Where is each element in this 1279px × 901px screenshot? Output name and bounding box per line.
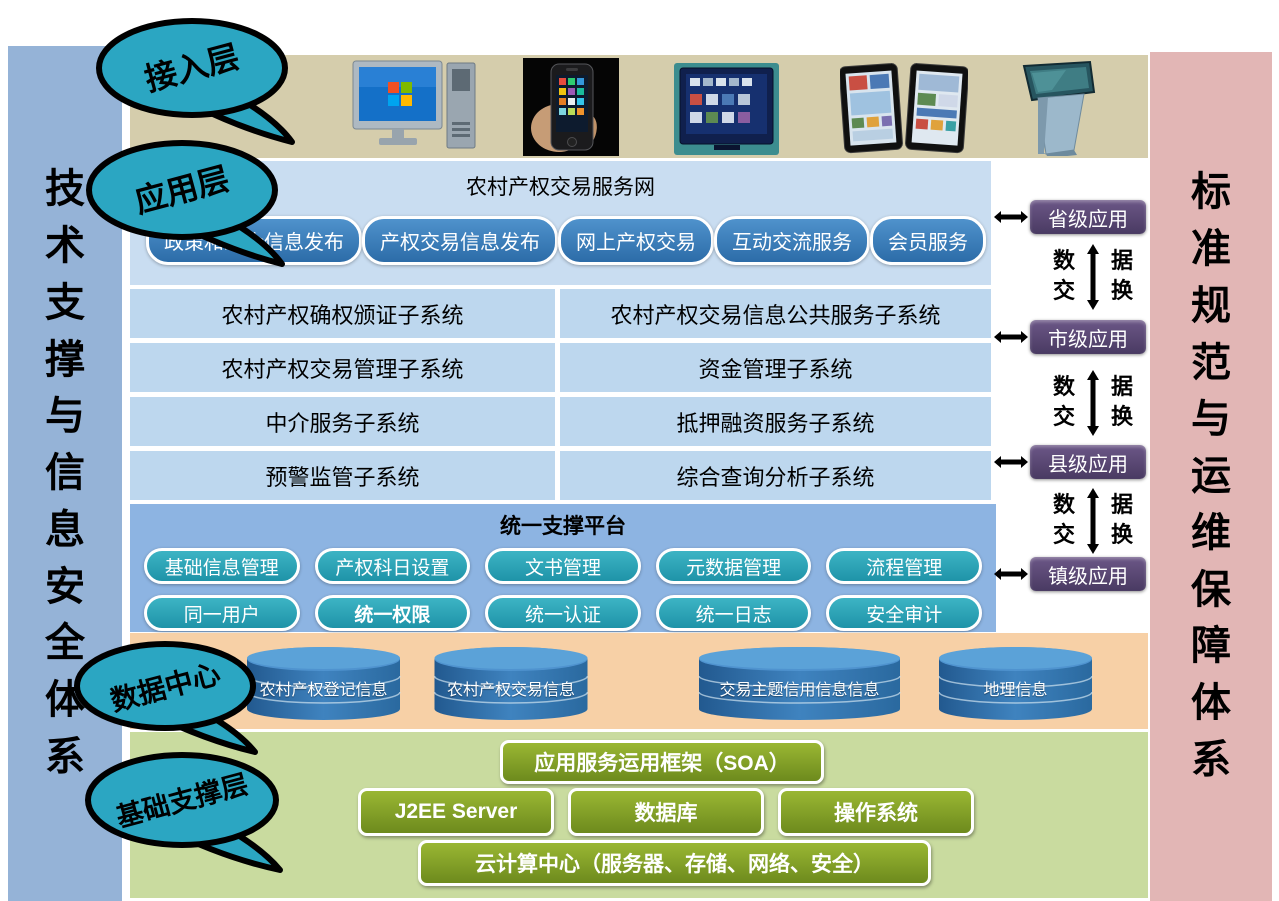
regional-app-town: 镇级应用: [1030, 557, 1146, 591]
left-right-arrow-icon: [994, 331, 1028, 343]
database-icon: [698, 647, 901, 720]
platform-pill-auth: 统一认证: [485, 595, 641, 631]
database-label: 地理信息: [983, 682, 1048, 699]
platform-pill-document: 文书管理: [485, 548, 641, 584]
database-cylinder: 农村产权登记信息: [245, 646, 402, 722]
data-exchange-label: 数 据 交 换: [1043, 370, 1143, 436]
database-icon: [433, 647, 589, 720]
left-right-arrow-icon: [994, 568, 1028, 580]
tablet-pair-image: [840, 63, 968, 154]
platform-pill-metadata: 元数据管理: [655, 548, 812, 584]
foundation-layer-bubble: 基础支撑层: [85, 752, 283, 873]
database-cylinder: 农村产权交易信息: [432, 646, 590, 722]
platform-panel: 统一支撑平台 基础信息管理 产权科日设置 文书管理 元数据管理 流程管理 同一用…: [130, 504, 996, 632]
left-right-arrow-icon: [994, 456, 1028, 468]
smart-tv-image: [674, 63, 779, 155]
portal-title: 农村产权交易服务网: [466, 176, 655, 199]
regional-app-county: 县级应用: [1030, 445, 1146, 479]
soa-frame-box: 应用服务运用框架（SOA）: [500, 740, 824, 784]
database-icon: [938, 647, 1093, 720]
database-cylinder: 地理信息: [937, 646, 1094, 722]
access-layer-bubble: 接入层: [96, 18, 295, 145]
j2ee-server-box: J2EE Server: [358, 788, 554, 836]
subsystem-cell: 综合查询分析子系统: [560, 451, 991, 500]
database-cylinder: 交易主题信用信息信息: [697, 646, 902, 722]
platform-pill-workflow: 流程管理: [826, 548, 982, 584]
subsystem-grid: 农村产权确权颁证子系统 农村产权交易信息公共服务子系统 农村产权交易管理子系统 …: [130, 289, 991, 500]
exchange-char: 据: [1110, 492, 1133, 517]
exchange-char: 数: [1053, 374, 1076, 399]
right-pillar-label: 标准规范与运维保障体系: [1191, 170, 1231, 783]
operating-system-box: 操作系统: [778, 788, 974, 836]
data-center-bubble: 数据中心: [74, 641, 258, 755]
database-label: 交易主题信用信息信息: [719, 682, 880, 699]
exchange-char: 换: [1110, 522, 1133, 547]
application-layer-bubble: 应用层: [86, 140, 285, 267]
up-down-arrow-icon: [1087, 244, 1099, 310]
regional-app-city: 市级应用: [1030, 320, 1146, 354]
exchange-char: 数: [1053, 492, 1076, 517]
subsystem-cell: 资金管理子系统: [560, 343, 991, 392]
portal-button-interaction: 互动交流服务: [714, 216, 870, 265]
platform-pill-user: 同一用户: [144, 595, 300, 631]
foundation-band: 应用服务运用框架（SOA） J2EE Server 数据库 操作系统 云计算中心…: [130, 732, 1148, 898]
subsystem-cell: 农村产权交易管理子系统: [130, 343, 555, 392]
left-right-arrow-icon: [994, 211, 1028, 223]
platform-pill-audit: 安全审计: [826, 595, 982, 631]
desktop-computer-image: [352, 60, 476, 149]
portal-button-trade-info: 产权交易信息发布: [362, 216, 558, 265]
subsystem-cell: 预警监管子系统: [130, 451, 555, 500]
up-down-arrow-icon: [1087, 488, 1099, 554]
up-down-arrow-icon: [1087, 370, 1099, 436]
data-exchange-label: 数 据 交 换: [1043, 488, 1143, 554]
platform-pill-rows: 基础信息管理 产权科日设置 文书管理 元数据管理 流程管理 同一用户 统一权限 …: [130, 540, 996, 631]
database-label: 农村产权交易信息: [446, 682, 575, 699]
data-exchange-label: 数 据 交 换: [1043, 244, 1143, 310]
subsystem-cell: 中介服务子系统: [130, 397, 555, 446]
exchange-char: 据: [1110, 248, 1133, 273]
exchange-char: 交: [1053, 278, 1076, 303]
portal-button-member: 会员服务: [870, 216, 986, 265]
exchange-char: 换: [1110, 404, 1133, 429]
platform-pill-log: 统一日志: [655, 595, 812, 631]
subsystem-cell: 农村产权交易信息公共服务子系统: [560, 289, 991, 338]
regional-app-province: 省级应用: [1030, 200, 1146, 234]
portal-button-online-trade: 网上产权交易: [558, 216, 714, 265]
subsystem-cell: 农村产权确权颁证子系统: [130, 289, 555, 338]
smartphone-in-hand-image: [523, 58, 619, 156]
platform-pill-subject-setting: 产权科日设置: [314, 548, 471, 584]
platform-title: 统一支撑平台: [500, 515, 626, 538]
database-label: 农村产权登记信息: [259, 682, 388, 699]
exchange-char: 数: [1053, 248, 1076, 273]
exchange-char: 据: [1110, 374, 1133, 399]
device-strip: [130, 55, 1148, 158]
exchange-char: 交: [1053, 404, 1076, 429]
cloud-computing-box: 云计算中心（服务器、存储、网络、安全）: [418, 840, 931, 886]
exchange-char: 交: [1053, 522, 1076, 547]
exchange-char: 换: [1110, 278, 1133, 303]
database-box: 数据库: [568, 788, 764, 836]
subsystem-cell: 抵押融资服务子系统: [560, 397, 991, 446]
platform-pill-permission: 统一权限: [314, 595, 471, 631]
data-center-band: 农村产权登记信息 农村产权交易信息 交易主题信用信息信息: [130, 633, 1148, 729]
database-icon: [246, 647, 401, 720]
touch-kiosk-image: [1022, 60, 1096, 156]
right-pillar: 标准规范与运维保障体系: [1150, 52, 1272, 901]
platform-pill-basic-info: 基础信息管理: [144, 548, 300, 584]
left-pillar-label: 技术支撑与信息安全体系: [45, 167, 85, 780]
